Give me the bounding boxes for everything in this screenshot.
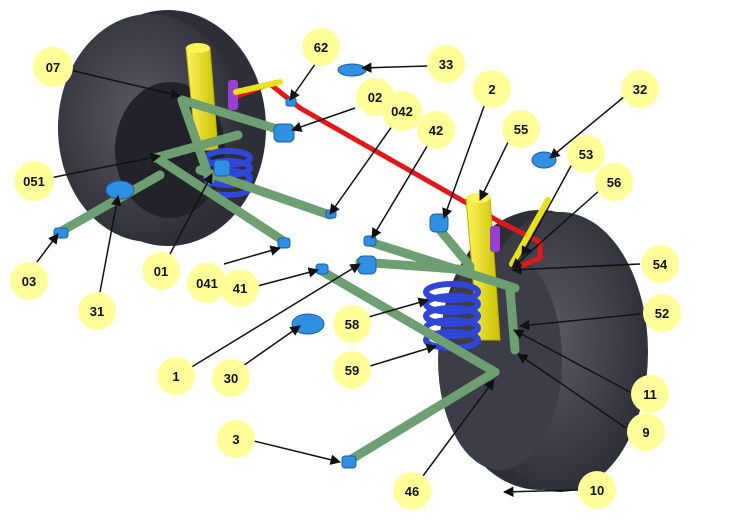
part-41-icon <box>315 263 329 275</box>
label-2: 2 <box>473 70 511 108</box>
right-wheel <box>438 210 648 492</box>
label-58: 58 <box>333 305 371 343</box>
svg-text:58: 58 <box>345 317 359 332</box>
svg-text:46: 46 <box>405 484 419 499</box>
part-42-icon <box>363 235 377 247</box>
part-2-icon <box>429 213 449 233</box>
label-10: 10 <box>578 471 616 509</box>
label-03: 03 <box>10 262 48 300</box>
label-31: 31 <box>78 292 116 330</box>
label-30: 30 <box>212 359 250 397</box>
svg-text:10: 10 <box>590 483 604 498</box>
svg-text:30: 30 <box>224 371 238 386</box>
label-9: 9 <box>627 413 665 451</box>
svg-text:41: 41 <box>233 281 247 296</box>
part-02-icon <box>273 123 295 143</box>
label-11: 11 <box>631 375 669 413</box>
part-041-icon <box>277 237 291 249</box>
svg-text:56: 56 <box>607 175 621 190</box>
svg-text:042: 042 <box>391 104 413 119</box>
label-041: 041 <box>187 263 227 303</box>
svg-text:02: 02 <box>368 90 382 105</box>
label-41: 41 <box>221 269 259 307</box>
svg-text:33: 33 <box>439 57 453 72</box>
part-32-icon <box>531 151 557 169</box>
label-52: 52 <box>643 294 681 332</box>
label-56: 56 <box>595 163 633 201</box>
svg-text:051: 051 <box>23 174 45 189</box>
label-46: 46 <box>393 472 431 510</box>
label-59: 59 <box>333 351 371 389</box>
left-control-arms <box>55 95 335 245</box>
svg-text:55: 55 <box>514 122 528 137</box>
svg-text:62: 62 <box>314 40 328 55</box>
svg-text:1: 1 <box>172 369 179 384</box>
label-55: 55 <box>502 110 540 148</box>
label-32: 32 <box>621 70 659 108</box>
part-31-icon <box>105 180 135 200</box>
leader-arrows <box>36 59 641 497</box>
svg-text:03: 03 <box>22 274 36 289</box>
label-53: 53 <box>567 135 605 173</box>
label-54: 54 <box>641 245 679 283</box>
svg-text:01: 01 <box>154 264 168 279</box>
svg-text:31: 31 <box>90 304 104 319</box>
svg-text:54: 54 <box>653 257 668 272</box>
svg-text:32: 32 <box>633 82 647 97</box>
label-badges: 07 62 33 02 042 2 32 42 55 53 051 56 03 … <box>10 28 681 510</box>
part-042-icon <box>325 209 337 219</box>
right-control-arms <box>315 225 520 465</box>
svg-text:07: 07 <box>46 60 60 75</box>
label-01: 01 <box>142 252 180 290</box>
svg-text:42: 42 <box>429 123 443 138</box>
part-3-icon <box>341 455 357 469</box>
label-051: 051 <box>14 161 54 201</box>
label-3: 3 <box>217 420 255 458</box>
svg-text:3: 3 <box>232 432 239 447</box>
bushings <box>53 63 557 469</box>
svg-text:59: 59 <box>345 363 359 378</box>
part-1-icon <box>357 255 377 275</box>
label-1: 1 <box>157 357 195 395</box>
svg-text:9: 9 <box>642 425 649 440</box>
svg-text:53: 53 <box>579 147 593 162</box>
svg-text:2: 2 <box>488 82 495 97</box>
part-30-icon <box>291 313 325 335</box>
label-62: 62 <box>302 28 340 66</box>
svg-text:041: 041 <box>196 276 218 291</box>
label-42: 42 <box>417 111 455 149</box>
svg-text:52: 52 <box>655 306 669 321</box>
label-07: 07 <box>33 47 73 87</box>
label-042: 042 <box>382 91 422 131</box>
part-33-icon <box>337 63 367 77</box>
svg-text:11: 11 <box>643 387 657 402</box>
part-01-icon <box>213 159 231 177</box>
label-33: 33 <box>427 45 465 83</box>
